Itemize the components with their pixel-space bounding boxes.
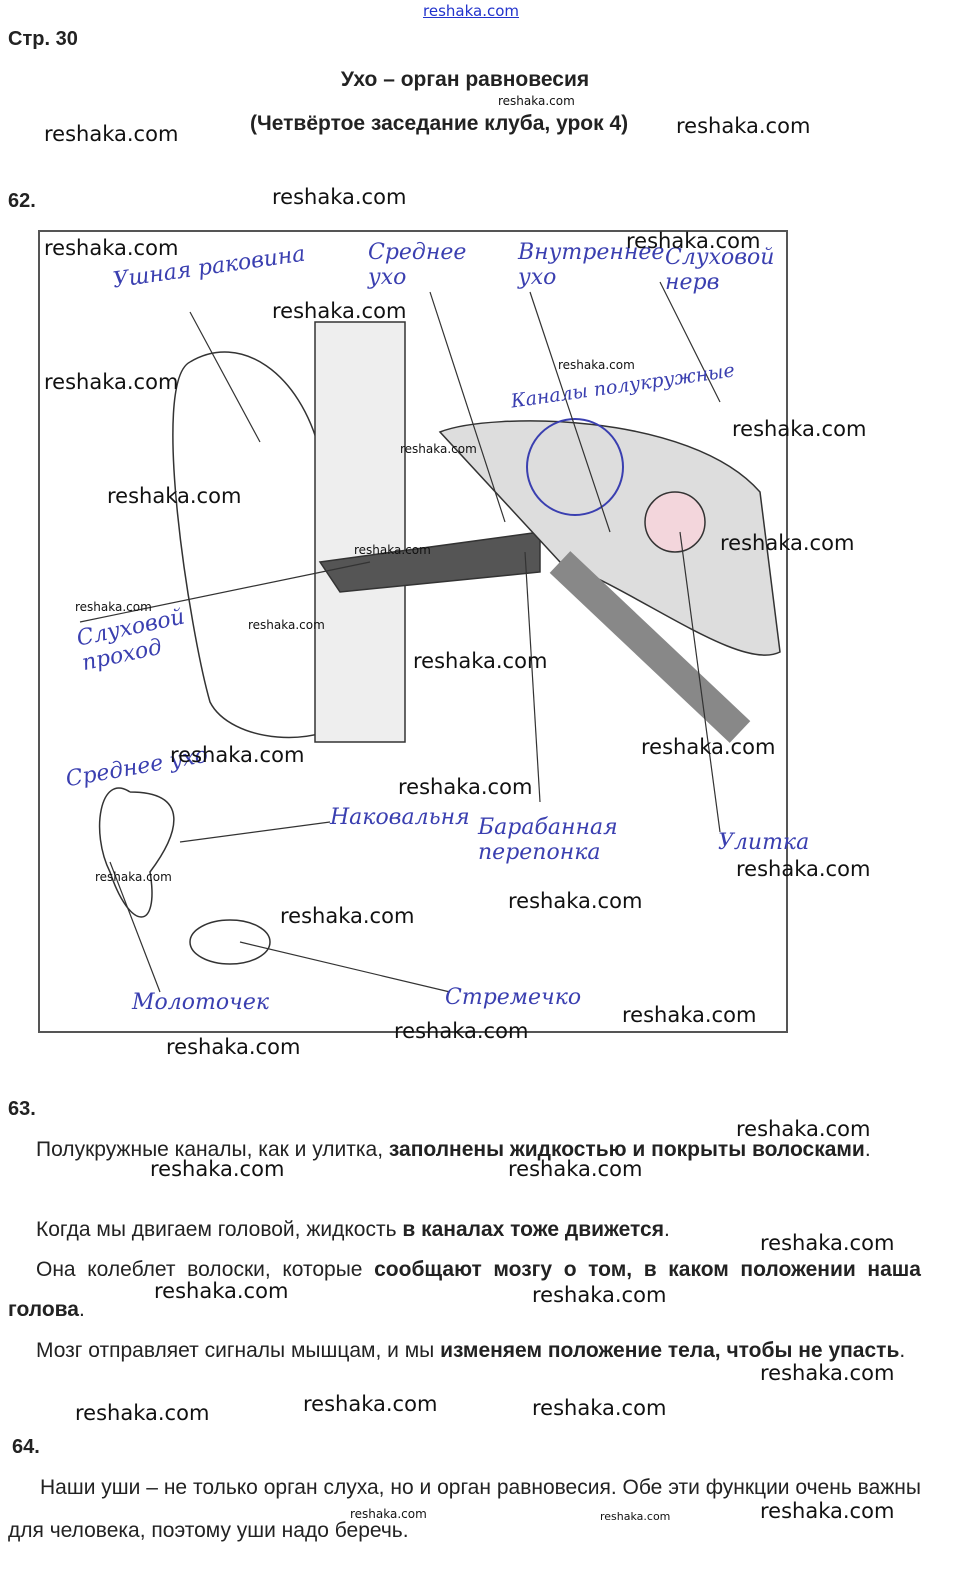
watermark: reshaka.com: [303, 1392, 438, 1416]
label-auditory-nerve: Слуховой нерв: [665, 245, 775, 295]
watermark: reshaka.com: [626, 229, 761, 253]
task-number-63: 63.: [8, 1098, 36, 1120]
label-incus: Наковальня: [330, 805, 470, 830]
watermark: reshaka.com: [280, 904, 415, 928]
watermark: reshaka.com: [272, 185, 407, 209]
watermark: reshaka.com: [398, 775, 533, 799]
watermark: reshaka.com: [676, 114, 811, 138]
watermark: reshaka.com: [350, 1507, 427, 1521]
watermark: reshaka.com: [622, 1003, 757, 1027]
task-number-62: 62.: [8, 190, 36, 212]
watermark: reshaka.com: [44, 122, 179, 146]
watermark: reshaka.com: [170, 743, 305, 767]
watermark: reshaka.com: [732, 417, 867, 441]
watermark: reshaka.com: [508, 1157, 643, 1181]
paragraph: Мозг отправляет сигналы мышцам, и мы изм…: [36, 1339, 906, 1362]
watermark: reshaka.com: [150, 1157, 285, 1181]
watermark: reshaka.com: [760, 1361, 895, 1385]
auricle-outline: [172, 361, 361, 739]
watermark: reshaka.com: [272, 299, 407, 323]
watermark: reshaka.com: [248, 618, 325, 632]
watermark: reshaka.com: [641, 735, 776, 759]
page-title: Ухо – орган равновесия: [340, 68, 590, 91]
watermark: reshaka.com: [95, 870, 172, 884]
page-subtitle: (Четвёртое заседание клуба, урок 4): [250, 112, 629, 135]
label-middle-ear: Среднее ухо: [368, 240, 467, 290]
watermark: reshaka.com: [600, 1510, 671, 1523]
paragraph: Когда мы двигаем головой, жидкость в кан…: [36, 1218, 670, 1241]
watermark: reshaka.com: [558, 358, 635, 372]
watermark: reshaka.com: [75, 1401, 210, 1425]
watermark: reshaka.com: [413, 649, 548, 673]
watermark: reshaka.com: [44, 236, 179, 260]
site-link[interactable]: reshaka.com: [423, 2, 519, 20]
ear-diagram: [38, 230, 788, 1033]
watermark: reshaka.com: [532, 1283, 667, 1307]
watermark: reshaka.com: [720, 531, 855, 555]
label-stapes: Стремечко: [445, 985, 582, 1010]
label-inner-ear: Внутреннее ухо: [518, 240, 665, 290]
ear-illustration: [79, 281, 781, 993]
watermark: reshaka.com: [154, 1279, 289, 1303]
watermark: reshaka.com: [394, 1019, 529, 1043]
page-number: Стр. 30: [8, 28, 78, 50]
watermark: reshaka.com: [400, 442, 477, 456]
paragraph: Она колеблет волоски, которые сообщают м…: [8, 1258, 921, 1321]
watermark: reshaka.com: [498, 94, 575, 108]
watermark: reshaka.com: [736, 1117, 871, 1141]
watermark: reshaka.com: [508, 889, 643, 913]
paragraph: Полукружные каналы, как и улитка, заполн…: [36, 1138, 871, 1161]
watermark: reshaka.com: [736, 857, 871, 881]
watermark: reshaka.com: [107, 484, 242, 508]
watermark: reshaka.com: [532, 1396, 667, 1420]
watermark: reshaka.com: [354, 543, 431, 557]
watermark: reshaka.com: [44, 370, 179, 394]
label-malleus: Молоточек: [132, 990, 269, 1015]
paragraph: Наши уши – не только орган слуха, но и о…: [8, 1476, 921, 1542]
task-number-64: 64.: [12, 1436, 40, 1458]
watermark: reshaka.com: [760, 1231, 895, 1255]
watermark: reshaka.com: [760, 1499, 895, 1523]
label-cochlea: Улитка: [718, 830, 810, 855]
label-eardrum: Барабанная перепонка: [478, 815, 618, 865]
watermark: reshaka.com: [166, 1035, 301, 1059]
watermark: reshaka.com: [75, 600, 152, 614]
